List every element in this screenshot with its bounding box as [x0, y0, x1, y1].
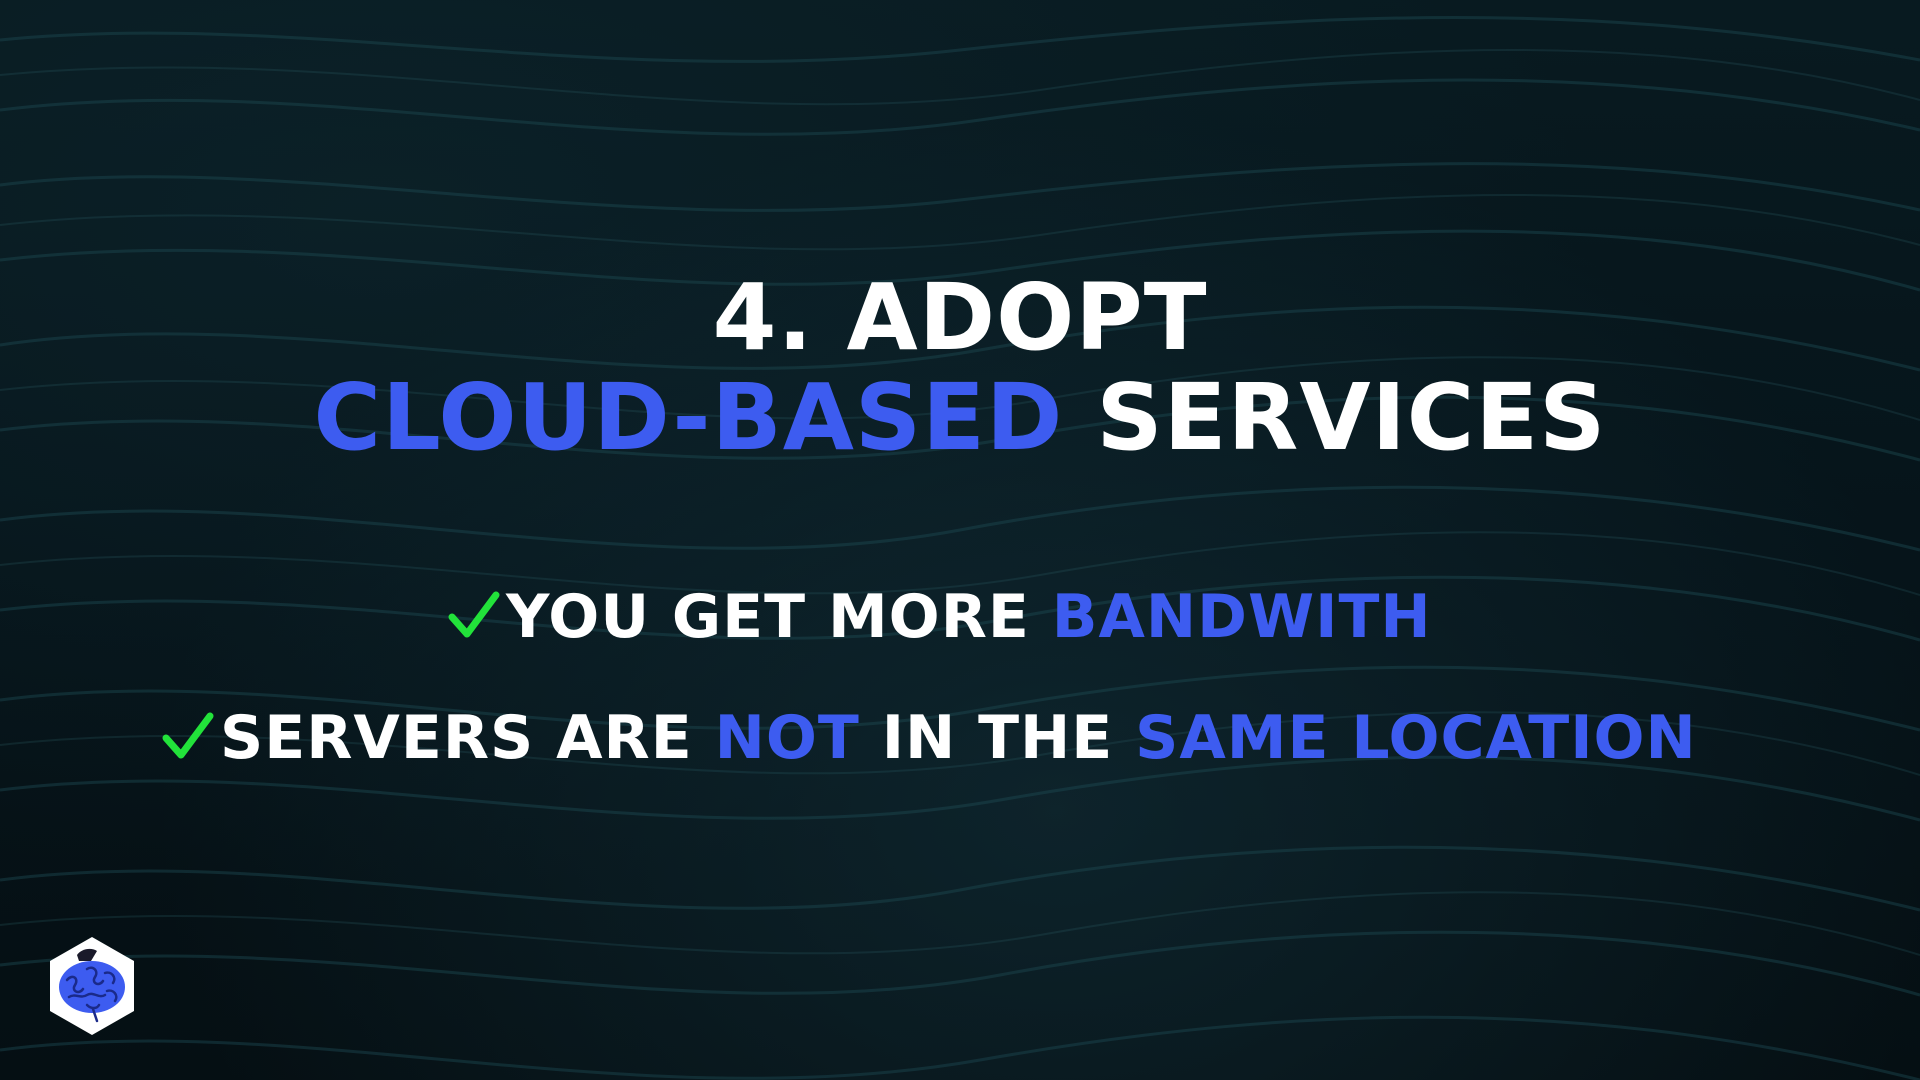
- bullet-text: SERVERS ARE: [220, 703, 693, 773]
- bullet-text: IN THE: [881, 703, 1114, 773]
- check-icon: [162, 712, 214, 759]
- check-icon: [448, 591, 500, 638]
- title-highlight: CLOUD-BASED: [313, 364, 1064, 471]
- title-line-1: 4. ADOPT: [712, 264, 1208, 371]
- bullet-highlight: SAME LOCATION: [1135, 703, 1697, 773]
- bullet-item: YOU GET MORE BANDWITH: [446, 582, 1432, 652]
- brain-logo-icon: [50, 937, 134, 1035]
- title-line-2: CLOUD-BASED SERVICES: [0, 368, 1920, 468]
- bullet-text: YOU GET MORE: [506, 582, 1030, 652]
- title-rest: SERVICES: [1096, 364, 1607, 471]
- bullet-item: SERVERS ARE NOT IN THE SAME LOCATION: [160, 703, 1697, 773]
- bullet-highlight: NOT: [714, 703, 860, 773]
- bullet-highlight: BANDWITH: [1051, 582, 1432, 652]
